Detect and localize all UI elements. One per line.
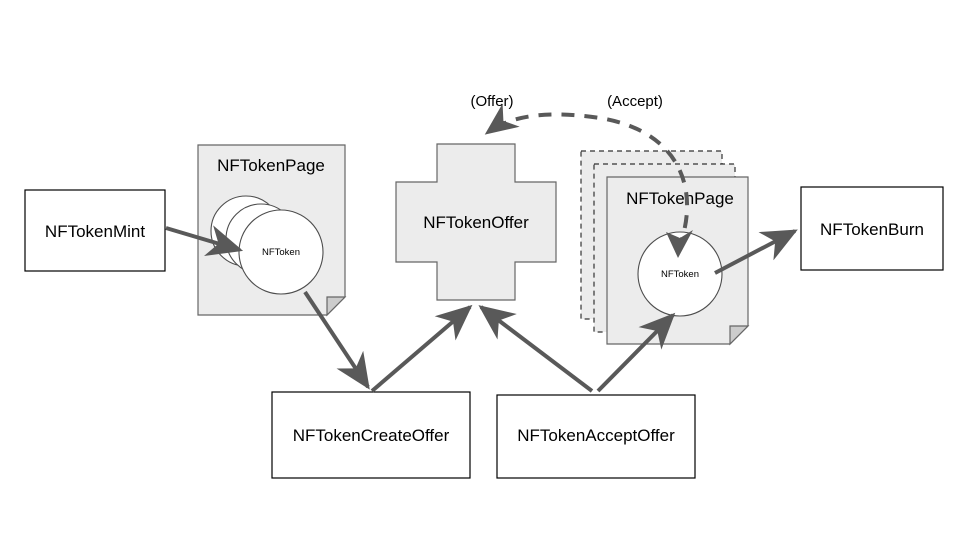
nftokenmint-label: NFTokenMint <box>45 222 145 241</box>
page-left-fold-icon <box>326 296 347 317</box>
edge-acceptoffer-to-page-right <box>596 312 676 393</box>
node-nftokenburn[interactable]: NFTokenBurn <box>800 186 944 271</box>
nftokenacceptoffer-rect <box>496 394 696 479</box>
node-nftokenpage-right[interactable]: NFTokenPage NFToken <box>606 176 750 346</box>
edge-mint-to-page-left <box>165 225 244 256</box>
page-right-token-circle[interactable] <box>637 231 723 317</box>
nftokenacceptoffer-label: NFTokenAcceptOffer <box>517 426 675 445</box>
edge-page-left-to-createoffer <box>303 290 370 390</box>
nftokencreateoffer-rect <box>271 391 471 479</box>
edge-label-accept: (Accept) <box>607 93 663 110</box>
node-nftokenacceptoffer[interactable]: NFTokenAcceptOffer <box>496 394 696 479</box>
nftokencreateoffer-label: NFTokenCreateOffer <box>293 426 450 445</box>
edge-label-offer: (Offer) <box>470 93 513 110</box>
page-right-fold-icon <box>729 325 750 346</box>
page-left-token-label: NFToken <box>262 247 300 258</box>
nftokenmint-rect <box>24 189 166 272</box>
nftokenoffer-label: NFTokenOffer <box>423 213 529 232</box>
page-right-title: NFTokenPage <box>626 189 734 208</box>
node-nftokenmint[interactable]: NFTokenMint <box>24 189 166 272</box>
node-nftokenpage-left[interactable]: NFTokenPage NFToken <box>197 144 347 317</box>
nftokenoffer-cross-shape <box>395 143 557 301</box>
nftokenburn-rect <box>800 186 944 271</box>
page-left-title: NFTokenPage <box>217 156 325 175</box>
node-nftokencreateoffer[interactable]: NFTokenCreateOffer <box>271 391 471 479</box>
nftokenburn-label: NFTokenBurn <box>820 220 924 239</box>
edge-createoffer-to-offer <box>370 304 473 393</box>
edge-dashed-arrowhead-into-page <box>666 230 693 258</box>
node-nftokenoffer[interactable]: NFTokenOffer <box>395 143 557 301</box>
edge-acceptoffer-to-offer <box>478 305 594 393</box>
edge-offer-accept-dashed <box>484 103 690 251</box>
edge-page-right-to-burn <box>714 229 798 275</box>
page-right-token-label: NFToken <box>661 269 699 280</box>
